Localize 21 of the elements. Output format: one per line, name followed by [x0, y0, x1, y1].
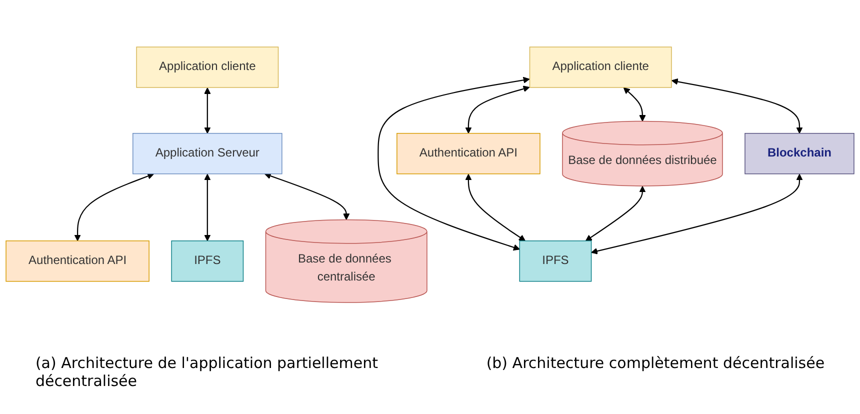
arrow: [623, 88, 646, 122]
arrow: [465, 86, 530, 134]
arrow: [465, 174, 526, 242]
arrow: [585, 186, 646, 242]
figure-caption: (a) Architecture de l'application partiellement décentralisée: [35, 354, 379, 390]
node-box: Application Serveur: [132, 133, 282, 174]
arrow: [264, 173, 350, 220]
node-box: IPFS: [171, 240, 244, 282]
arrow: [591, 174, 803, 255]
node-box: Authentication API: [6, 240, 150, 282]
arrow: [671, 78, 803, 134]
node-box: IPFS: [519, 240, 592, 282]
arrow: [74, 173, 154, 242]
arrow: [204, 88, 211, 134]
figure-caption: (b) Architecture complètement décentralisée: [486, 354, 825, 374]
arrow: [204, 174, 211, 242]
node-box: Authentication API: [396, 133, 540, 174]
node-box: Application cliente: [529, 46, 672, 88]
arrow: [378, 77, 530, 251]
node-box: Blockchain: [744, 133, 854, 174]
node-box: Application cliente: [136, 46, 279, 88]
